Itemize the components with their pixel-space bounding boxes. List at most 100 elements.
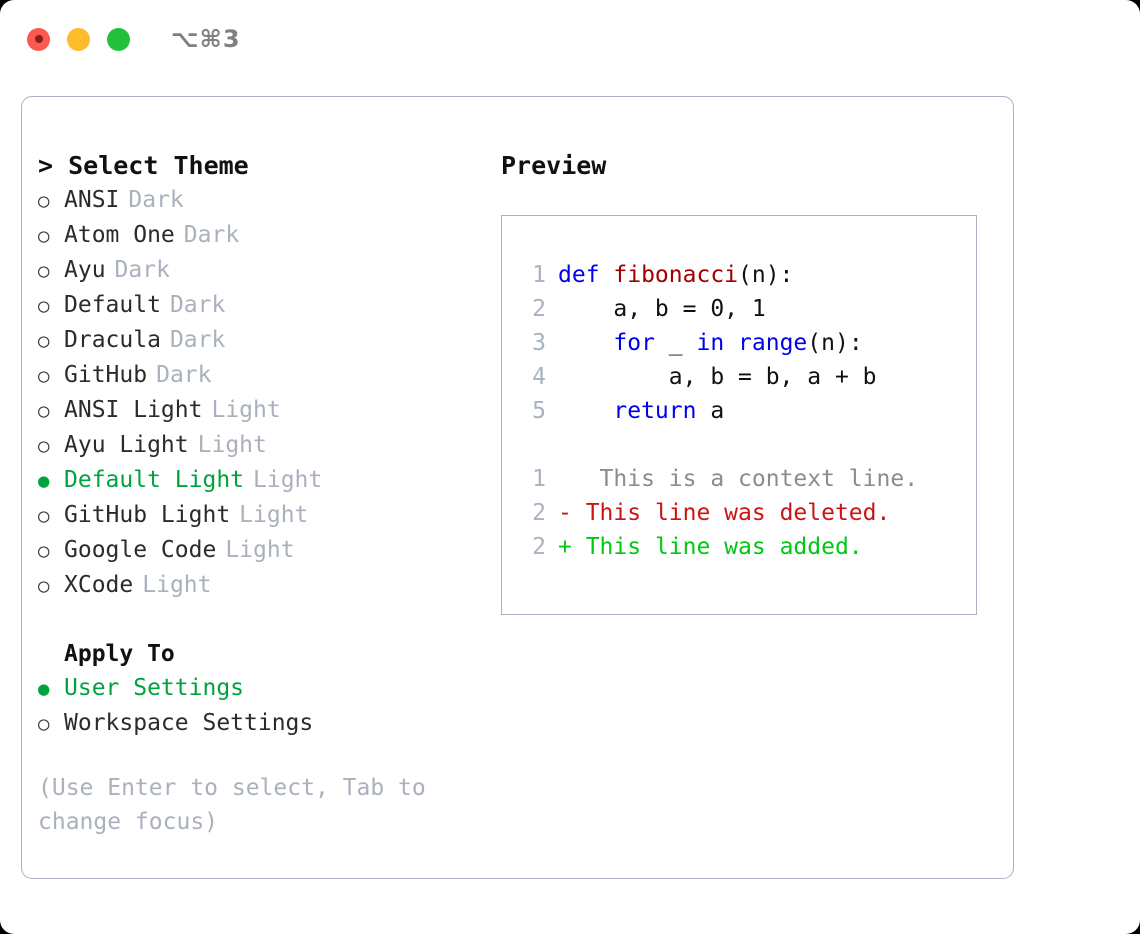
diff-text: This is a context line. [571,466,919,492]
radio-unselected-icon: ○ [38,713,50,735]
theme-name: Ayu Light [64,432,189,458]
code-line: 3 for _ in range(n): [516,326,976,360]
code-token [724,330,738,356]
diff-marker [558,462,572,496]
code-token: def [558,262,614,288]
theme-name: XCode [64,572,134,598]
theme-kind-badge: Dark [114,257,170,283]
theme-kind-badge: Dark [183,222,240,248]
theme-kind-badge: Dark [169,292,226,318]
theme-list-item[interactable]: ○ ANSI Dark [38,183,488,218]
code-token: in [696,330,725,356]
code-line: 1 def fibonacci(n): [516,258,976,292]
diff-text: This line was deleted. [571,500,891,526]
code-text: return a [558,394,724,428]
code-line: 2 a, b = 0, 1 [516,292,976,326]
diff-marker: + [558,534,572,560]
theme-list-item[interactable]: ○ Google Code Light [38,533,488,568]
theme-name: Default [64,292,161,318]
radio-unselected-icon: ○ [38,365,50,387]
radio-unselected-icon: ○ [38,400,50,422]
theme-kind-badge: Dark [128,187,184,213]
line-number: 1 [532,466,546,492]
code-token: (n): [738,262,794,288]
theme-name: GitHub Light [64,502,231,528]
preview-heading: Preview [501,151,607,180]
theme-name: Atom One [64,222,175,248]
apply-to-label: Workspace Settings [64,710,314,736]
code-text: def fibonacci(n): [558,258,793,292]
apply-to-heading: Apply To [64,641,175,667]
theme-list-item[interactable]: ○ Dracula Dark [38,323,488,358]
line-number: 4 [532,364,546,390]
keyboard-hint: (Use Enter to select, Tab to change focu… [38,775,426,835]
minimize-button[interactable] [67,27,90,51]
radio-selected-icon: ● [38,470,50,492]
theme-kind-badge: Light [253,467,323,493]
radio-unselected-icon: ○ [38,435,50,457]
theme-kind-badge: Light [197,432,267,458]
theme-name: Default Light [64,467,245,493]
diff-line: 2- This line was deleted. [516,496,976,530]
code-token: return [613,398,697,424]
theme-kind-badge: Light [225,537,295,563]
theme-kind-badge: Dark [169,327,226,353]
code-token: a [696,398,725,424]
apply-to-option[interactable]: ○ Workspace Settings [38,706,488,741]
diff-line: 2 + This line was added. [516,530,976,564]
theme-kind-badge: Light [211,397,281,423]
code-text: a, b = 0, 1 [558,292,766,326]
select-theme-heading: > Select Theme [38,151,249,180]
radio-selected-icon: ● [38,678,50,700]
radio-unselected-icon: ○ [38,575,50,597]
line-number: 2 [532,296,546,322]
radio-unselected-icon: ○ [38,540,50,562]
line-number: 3 [532,330,546,356]
theme-list-item[interactable]: ○ Ayu Light Light [38,428,488,463]
code-token: for [613,330,655,356]
theme-kind-badge: Light [142,572,212,598]
code-token: a, b = b, a + b [558,364,877,390]
keyboard-shortcut-label: ⌥⌘3 [171,25,241,53]
code-token: _ [654,330,697,356]
apply-to-options: ●User Settings ○ Workspace Settings [38,671,488,741]
diff-sample: 1 This is a context line.2- This line wa… [516,462,976,564]
apply-to-option[interactable]: ●User Settings [38,671,488,706]
code-token: a, b = 0, 1 [558,296,766,322]
diff-line: 1 This is a context line. [516,462,976,496]
theme-name: Google Code [64,537,217,563]
code-token: fibonacci [613,262,739,288]
code-diff-separator [516,428,976,462]
radio-unselected-icon: ○ [38,295,50,317]
radio-unselected-icon: ○ [38,505,50,527]
line-number: 2 [532,534,546,560]
code-token [558,398,613,424]
code-token: (n): [807,330,863,356]
radio-unselected-icon: ○ [38,330,50,352]
diff-text: This line was added. [571,534,863,560]
line-number: 1 [532,262,546,288]
theme-list-item[interactable]: ○ Default Dark [38,288,488,323]
theme-list-item[interactable]: ○ GitHub Light Light [38,498,488,533]
close-button[interactable] [27,27,50,51]
radio-unselected-icon: ○ [38,190,50,212]
theme-list-item[interactable]: ○ XCode Light [38,568,488,603]
theme-kind-badge: Light [239,502,309,528]
theme-name: Dracula [64,327,161,353]
list-spacer [38,603,488,637]
radio-unselected-icon: ○ [38,225,50,247]
theme-list-item[interactable]: ○ Atom One Dark [38,218,488,253]
code-token: range [738,330,808,356]
theme-list-item[interactable]: ● Default Light Light [38,463,488,498]
diff-marker: - [558,500,572,526]
zoom-button[interactable] [107,27,130,51]
line-number: 5 [532,398,546,424]
theme-name: ANSI [64,187,120,213]
